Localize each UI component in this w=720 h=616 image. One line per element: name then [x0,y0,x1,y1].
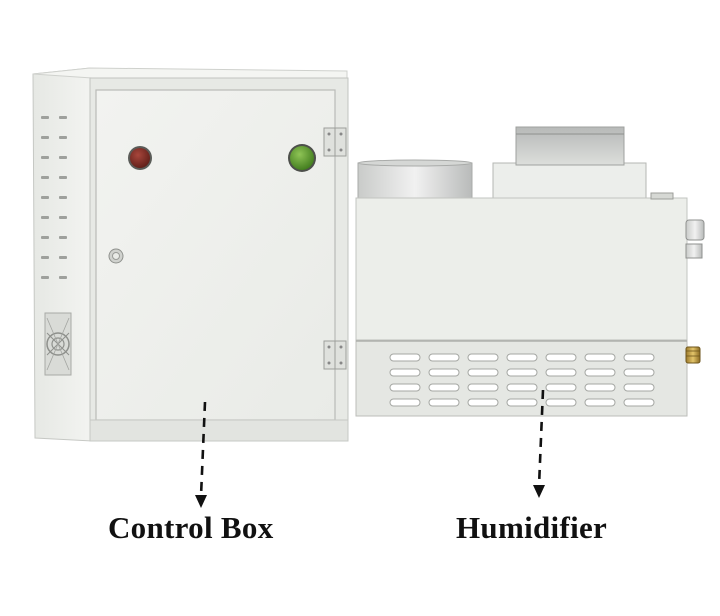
humidifier-arrowhead [533,485,545,498]
round-duct-collar [357,159,473,204]
humidifier [355,126,705,417]
control-box-side-panel [32,67,93,442]
humidifier-label: Humidifier [456,510,608,545]
vent-slots [389,353,655,407]
control-box-top [32,67,348,79]
brass-valve-icon [685,346,701,364]
humidifier-body [355,197,688,343]
door-hinge-icon [323,127,347,157]
pipe-fitting-icon [650,192,705,259]
red-indicator-light-icon [128,146,152,170]
green-indicator-light-icon [288,144,316,172]
door-lock-icon [108,248,124,264]
square-duct-collar [492,126,647,204]
door-hinge-icon [323,340,347,370]
control-box-arrowhead [195,495,207,508]
control-box [32,67,349,442]
humidifier-pointer-arrow [537,389,545,487]
side-vent-slots [41,116,67,279]
control-box-door [95,89,336,421]
fan-grille-icon [44,312,72,376]
control-box-label: Control Box [108,510,274,545]
